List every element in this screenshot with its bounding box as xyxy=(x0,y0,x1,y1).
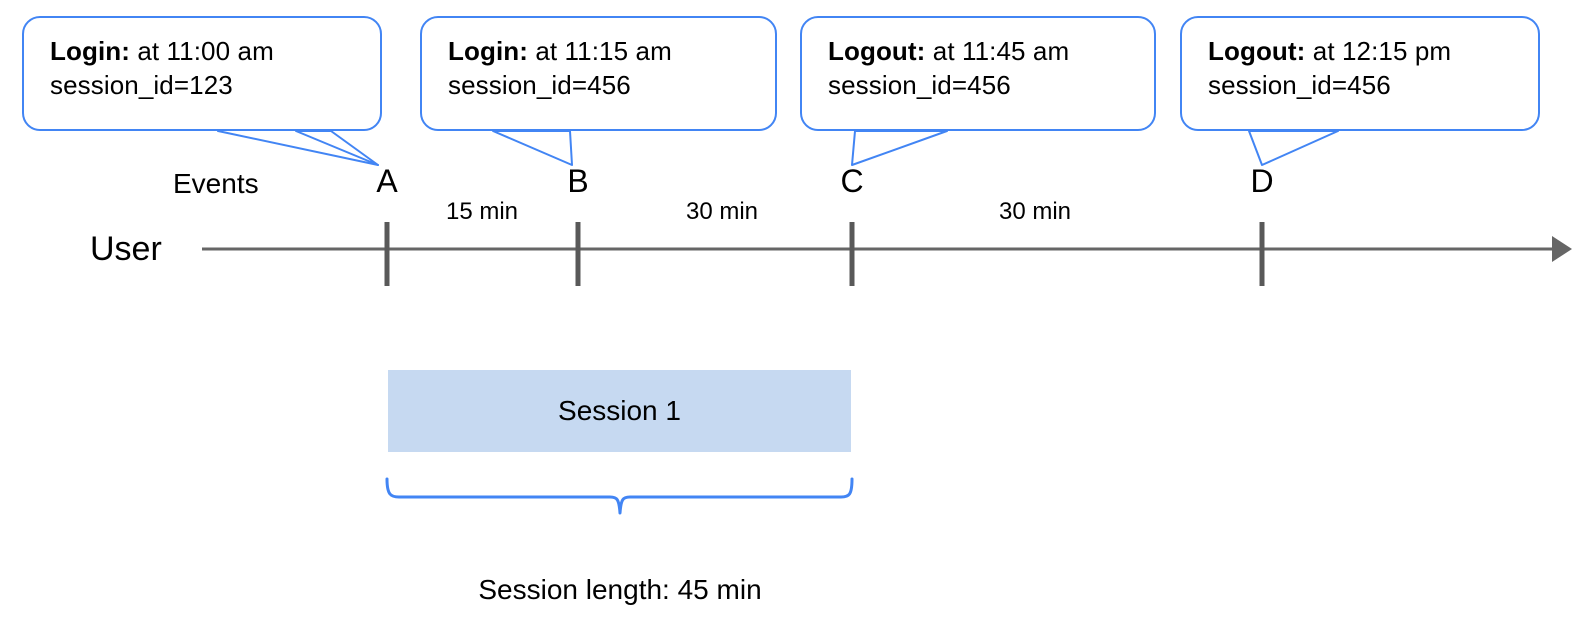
event-marker-a[interactable]: A xyxy=(376,163,398,199)
callout-session-id: session_id=123 xyxy=(50,70,233,101)
callout-line-1: Login: at 11:00 am xyxy=(50,34,380,68)
callout-line-1: Login: at 11:15 am xyxy=(448,34,775,68)
callout-logout-c[interactable]: Logout: at 11:45 am session_id=456 xyxy=(800,16,1156,131)
callout-session-id: session_id=456 xyxy=(448,70,631,101)
callout-time: at 11:45 am xyxy=(925,36,1070,66)
gap-label-c-d: 30 min xyxy=(998,198,1072,225)
callout-tail-c xyxy=(851,130,948,166)
callout-tail-d xyxy=(1248,130,1339,166)
callout-kind: Logout: xyxy=(1208,36,1306,66)
callout-time: at 12:15 pm xyxy=(1305,36,1452,66)
session-bar-label: Session 1 xyxy=(558,395,681,426)
timeline-arrowhead xyxy=(1552,236,1572,262)
session-length-caption: Session length: 45 min xyxy=(478,574,762,605)
callout-logout-d[interactable]: Logout: at 12:15 pm session_id=456 xyxy=(1180,16,1540,131)
event-marker-b[interactable]: B xyxy=(567,163,589,199)
gap-label-b-c: 30 min xyxy=(685,198,759,225)
gap-label-a-b: 15 min xyxy=(445,198,519,225)
callout-tail-a-long xyxy=(217,130,379,166)
callout-kind: Login: xyxy=(448,36,529,66)
session-bar[interactable]: Session 1 xyxy=(388,370,851,452)
callout-kind: Logout: xyxy=(828,36,926,66)
user-row-label: User xyxy=(90,230,162,268)
event-marker-c[interactable]: C xyxy=(840,163,864,199)
callout-time: at 11:15 am xyxy=(528,36,672,66)
events-row-label: Events xyxy=(173,168,259,199)
callout-session-id: session_id=456 xyxy=(1208,70,1391,101)
callout-line-1: Logout: at 11:45 am xyxy=(828,34,1154,68)
event-marker-d[interactable]: D xyxy=(1250,163,1274,199)
callout-tail-b xyxy=(492,130,573,166)
callout-tail-a xyxy=(295,130,379,166)
callout-login-a[interactable]: Login: at 11:00 am session_id=123 xyxy=(22,16,382,131)
callout-login-b[interactable]: Login: at 11:15 am session_id=456 xyxy=(420,16,777,131)
callout-line-1: Logout: at 12:15 pm xyxy=(1208,34,1538,68)
callout-kind: Login: xyxy=(50,36,131,66)
callout-session-id: session_id=456 xyxy=(828,70,1011,101)
callout-time: at 11:00 am xyxy=(130,36,274,66)
session-span-bracket xyxy=(385,477,854,515)
